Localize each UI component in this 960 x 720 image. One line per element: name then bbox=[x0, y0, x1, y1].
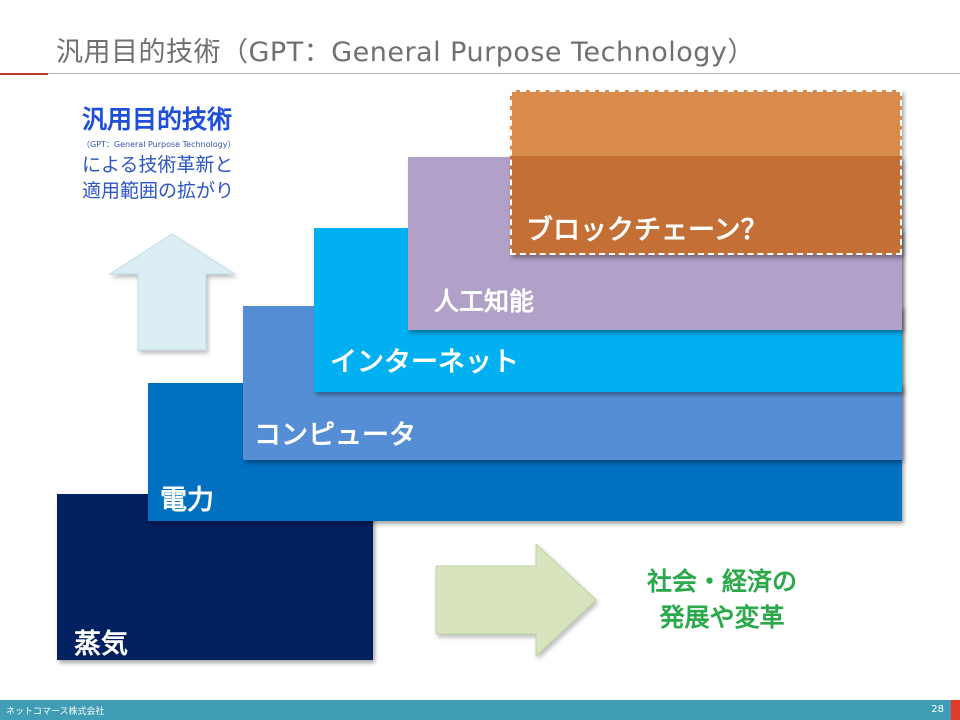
step-label-computer: コンピュータ bbox=[254, 420, 416, 451]
step-label-blockchain: ブロックチェーン？ bbox=[526, 215, 768, 246]
slide-title: 汎用目的技術（GPT：General Purpose Technology） bbox=[56, 37, 755, 68]
page-number: 28 bbox=[931, 704, 944, 715]
step-label-steam: 蒸気 bbox=[74, 629, 128, 660]
step-label-electric: 電力 bbox=[160, 485, 214, 516]
result-line2: 発展や変革 bbox=[659, 603, 785, 632]
up-arrow-shape bbox=[108, 233, 236, 351]
step-steam bbox=[57, 494, 373, 660]
gpt-heading: 汎用目的技術 bbox=[82, 105, 233, 134]
footer-company: ネットコマース株式会社 bbox=[6, 707, 105, 717]
step-label-internet: インターネット bbox=[330, 347, 519, 378]
right-arrow-icon bbox=[435, 542, 597, 658]
title-rule-accent bbox=[0, 73, 48, 75]
title-rule bbox=[48, 73, 960, 74]
gpt-description-line1: による技術革新と bbox=[82, 154, 234, 176]
gpt-description-line2: 適用範囲の拡がり bbox=[82, 180, 235, 202]
footer-accent bbox=[951, 700, 960, 720]
footer-bar: ネットコマース株式会社 28 bbox=[0, 700, 960, 720]
result-line1: 社会・経済の bbox=[646, 567, 797, 596]
up-arrow-icon bbox=[108, 233, 236, 351]
gpt-subtitle: （GPT：General Purpose Technology） bbox=[82, 140, 236, 149]
step-label-ai: 人工知能 bbox=[434, 287, 535, 316]
step-blockchain bbox=[510, 90, 902, 255]
right-arrow-shape bbox=[435, 542, 597, 658]
